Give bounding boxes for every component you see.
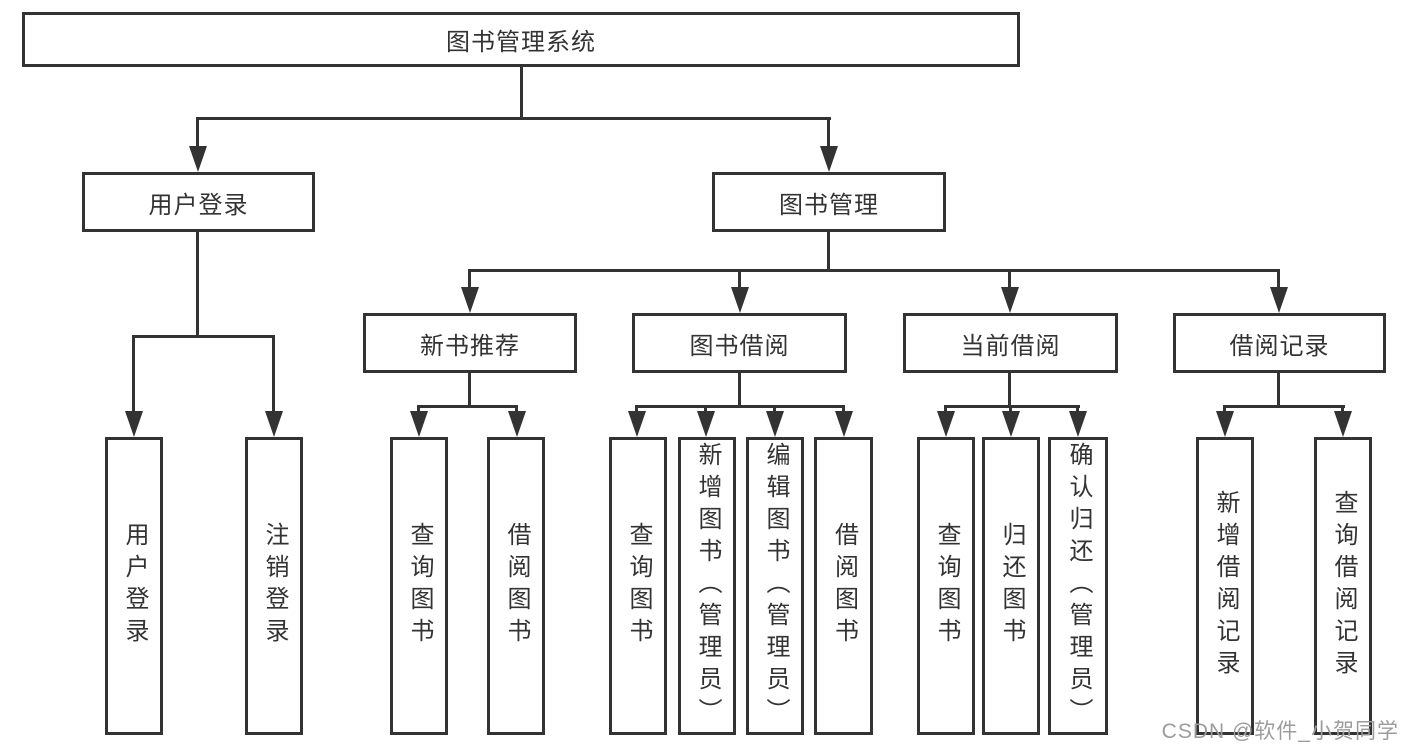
arrowhead-down-icon (410, 411, 428, 437)
leaf-return-book: 归还图书 (982, 437, 1040, 735)
connector-drop (1076, 405, 1079, 415)
node-library-management-system: 图书管理系统 (22, 12, 1020, 67)
connector-current-stem (1008, 373, 1011, 408)
connector-user-login-hline (132, 335, 275, 338)
arrowhead-down-icon (1270, 287, 1288, 313)
arrowhead-down-icon (1216, 411, 1234, 437)
connector-drop (1009, 405, 1012, 415)
connector-records-hline (1223, 405, 1345, 408)
arrowhead-down-icon (731, 287, 749, 313)
csdn-watermark: CSDN @软件_小贺同学 (1161, 720, 1399, 743)
connector-drop (827, 117, 830, 150)
leaf-logout: 注销登录 (245, 437, 303, 735)
connector-drop (773, 405, 776, 415)
connector-drop (635, 405, 638, 415)
leaf-add-book-admin: 新增图书（管理员） (678, 437, 736, 735)
connector-drop (417, 405, 420, 415)
connector-book-management-hline (468, 269, 1280, 272)
arrowhead-down-icon (1001, 287, 1019, 313)
connector-borrowing-hline (635, 405, 845, 408)
connector-drop (1223, 405, 1226, 415)
arrowhead-down-icon (1069, 411, 1087, 437)
arrowhead-down-icon (835, 411, 853, 437)
node-borrowing-records: 借阅记录 (1173, 313, 1386, 373)
connector-recommend-stem (468, 373, 471, 408)
connector-records-stem (1277, 373, 1280, 408)
connector-drop (272, 335, 275, 413)
connector-drop (1341, 405, 1344, 415)
connector-drop (944, 405, 947, 415)
connector-user-login-stem (196, 232, 199, 338)
connector-current-hline (944, 405, 1080, 408)
node-book-management: 图书管理 (712, 172, 946, 232)
leaf-user-login: 用户登录 (105, 437, 163, 735)
connector-drop (468, 269, 471, 291)
leaf-confirm-return-admin: 确认归还（管理员） (1048, 437, 1108, 735)
connector-borrowing-stem (738, 373, 741, 408)
arrowhead-down-icon (461, 287, 479, 313)
arrowhead-down-icon (937, 411, 955, 437)
connector-drop (515, 405, 518, 415)
connector-drop (1008, 269, 1011, 291)
node-new-book-recommendation: 新书推荐 (363, 313, 577, 373)
arrowhead-down-icon (265, 411, 283, 437)
leaf-edit-book-admin: 编辑图书（管理员） (746, 437, 804, 735)
arrowhead-down-icon (1002, 411, 1020, 437)
arrowhead-down-icon (508, 411, 526, 437)
connector-drop (842, 405, 845, 415)
connector-root-hline (197, 117, 831, 120)
arrowhead-down-icon (628, 411, 646, 437)
node-current-borrowing: 当前借阅 (903, 313, 1118, 373)
arrowhead-down-icon (697, 411, 715, 437)
node-user-login: 用户登录 (82, 172, 315, 232)
leaf-add-borrow-record: 新增借阅记录 (1196, 437, 1254, 735)
leaf-borrow-books-recommend: 借阅图书 (487, 437, 545, 735)
arrowhead-down-icon (125, 411, 143, 437)
connector-drop (196, 117, 199, 150)
arrowhead-down-icon (1334, 411, 1352, 437)
connector-root-stem (520, 67, 523, 119)
connector-drop (704, 405, 707, 415)
leaf-query-borrow-record: 查询借阅记录 (1314, 437, 1372, 735)
connector-recommend-hline (417, 405, 518, 408)
node-book-borrowing: 图书借阅 (632, 313, 847, 373)
arrowhead-down-icon (820, 146, 838, 172)
leaf-query-books-recommend: 查询图书 (390, 437, 448, 735)
connector-drop (1277, 269, 1280, 291)
connector-drop (738, 269, 741, 291)
leaf-query-books-current: 查询图书 (917, 437, 975, 735)
arrowhead-down-icon (189, 146, 207, 172)
connector-book-management-stem (827, 232, 830, 272)
connector-drop (132, 335, 135, 413)
leaf-query-books-borrowing: 查询图书 (609, 437, 667, 735)
leaf-borrow-books-borrowing: 借阅图书 (814, 437, 873, 735)
arrowhead-down-icon (766, 411, 784, 437)
